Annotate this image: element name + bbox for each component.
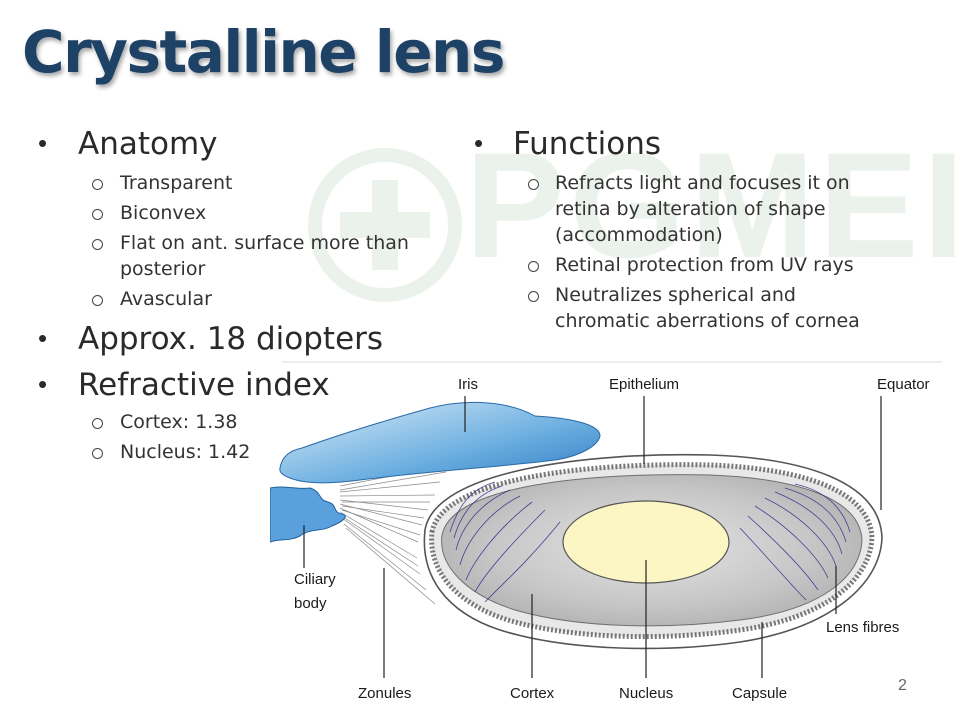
label-ciliary-body-line-1: Ciliary [294, 571, 336, 588]
lens-diagram: Iris Epithelium Equator Ciliary body Len… [270, 360, 942, 720]
label-equator: Equator [877, 376, 930, 393]
bullet-dot: • [474, 128, 484, 158]
leader-lines [303, 396, 882, 678]
refractive-index-item: Cortex: 1.38 [120, 411, 238, 433]
label-capsule: Capsule [732, 685, 787, 702]
bullet-dot: • [38, 323, 48, 353]
lens-diagram-svg: Iris Epithelium Equator Ciliary body Len… [270, 361, 942, 702]
sub-bullet-icon [92, 179, 103, 190]
refractive-index-heading: Refractive index [78, 367, 330, 403]
sub-bullet-icon [92, 418, 103, 429]
refractive-index-item: Nucleus: 1.42 [120, 441, 251, 463]
label-iris: Iris [458, 376, 478, 393]
iris-shape [279, 401, 601, 484]
sub-bullet-icon [528, 261, 539, 272]
functions-item-continued: retina by alteration of shape [555, 198, 826, 220]
anatomy-item: Biconvex [120, 202, 207, 224]
diopters-bullet: Approx. 18 diopters [78, 321, 384, 357]
zonules-fibers [339, 463, 455, 605]
anatomy-item: Avascular [120, 288, 212, 310]
label-nucleus: Nucleus [619, 685, 673, 702]
watermark: PGMEI [290, 110, 960, 310]
label-zonules: Zonules [358, 685, 411, 702]
functions-item: Refracts light and focuses it on [555, 172, 850, 194]
label-ciliary-body-line-2: body [294, 595, 327, 612]
anatomy-item: Transparent [120, 172, 233, 194]
sub-bullet-icon [92, 209, 103, 220]
watermark-text: PGMEI [465, 121, 960, 289]
functions-item-continued: (accommodation) [555, 224, 723, 246]
sub-bullet-icon [528, 291, 539, 302]
lens-fibres [449, 481, 851, 603]
functions-item: Neutralizes spherical and [555, 284, 796, 306]
page-number: 2 [898, 677, 907, 694]
sub-bullet-icon [92, 239, 103, 250]
anatomy-item: Flat on ant. surface more than [120, 232, 409, 254]
label-lens-fibres: Lens fibres [826, 619, 899, 636]
functions-heading: Functions [513, 126, 662, 162]
functions-item: Retinal protection from UV rays [555, 254, 854, 276]
functions-item-continued: chromatic aberrations of cornea [555, 310, 860, 332]
sub-bullet-icon [92, 448, 103, 459]
sub-bullet-icon [528, 179, 539, 190]
label-cortex: Cortex [510, 685, 555, 702]
sub-bullet-icon [92, 295, 103, 306]
bullet-dot: • [38, 128, 48, 158]
watermark-emblem-icon [308, 148, 462, 302]
slide-title: Crystalline lens [22, 18, 505, 86]
label-epithelium: Epithelium [609, 376, 679, 393]
anatomy-heading: Anatomy [78, 126, 218, 162]
bullet-dot: • [38, 369, 48, 399]
ciliary-body-shape [270, 486, 346, 543]
anatomy-item-continued: posterior [120, 258, 206, 280]
